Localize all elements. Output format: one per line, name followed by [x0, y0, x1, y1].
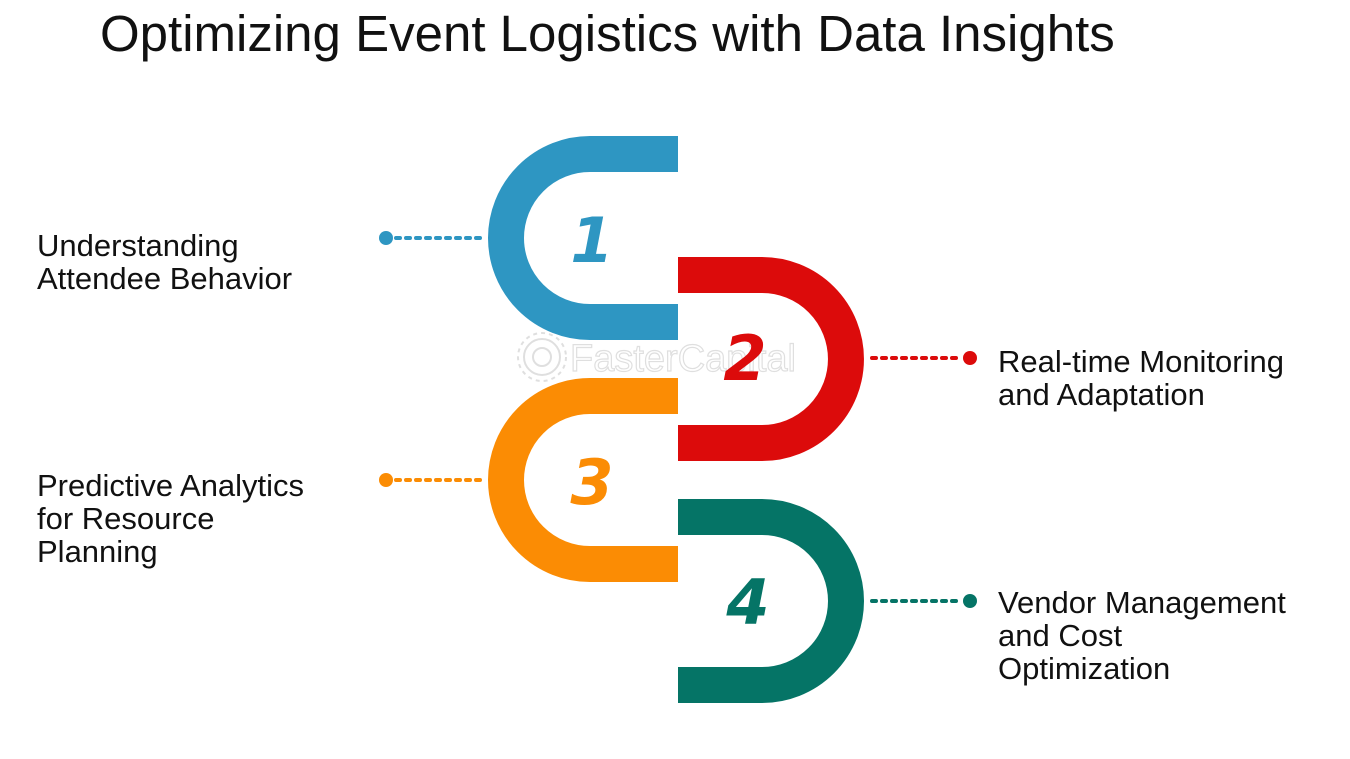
- step-2-arc: [678, 257, 864, 461]
- step-3-arc: [488, 378, 678, 582]
- step-1-label: Understanding Attendee Behavior: [37, 228, 293, 296]
- step-2-label: Real-time Monitoring and Adaptation: [998, 344, 1284, 412]
- gear-icon: [517, 332, 567, 382]
- step-1-arc: [488, 136, 678, 340]
- step-4-arc: [678, 499, 864, 703]
- step-2-number: 2: [723, 322, 766, 395]
- step-1-connector: [379, 231, 488, 245]
- watermark-text: FasterCapital: [570, 338, 796, 380]
- step-4-connector: [870, 594, 977, 608]
- step-2-connector: [870, 351, 977, 365]
- step-3-connector: [379, 473, 488, 487]
- watermark: FasterCapital: [517, 332, 797, 382]
- step-3-label: Predictive Analytics for Resource Planni…: [37, 468, 305, 569]
- diagram-title: Optimizing Event Logistics with Data Ins…: [100, 5, 1115, 62]
- step-4-label: Vendor Management and Cost Optimization: [998, 585, 1286, 686]
- step-1-number: 1: [570, 204, 613, 277]
- step-4-number: 4: [725, 566, 769, 639]
- step-3-number: 3: [570, 446, 613, 519]
